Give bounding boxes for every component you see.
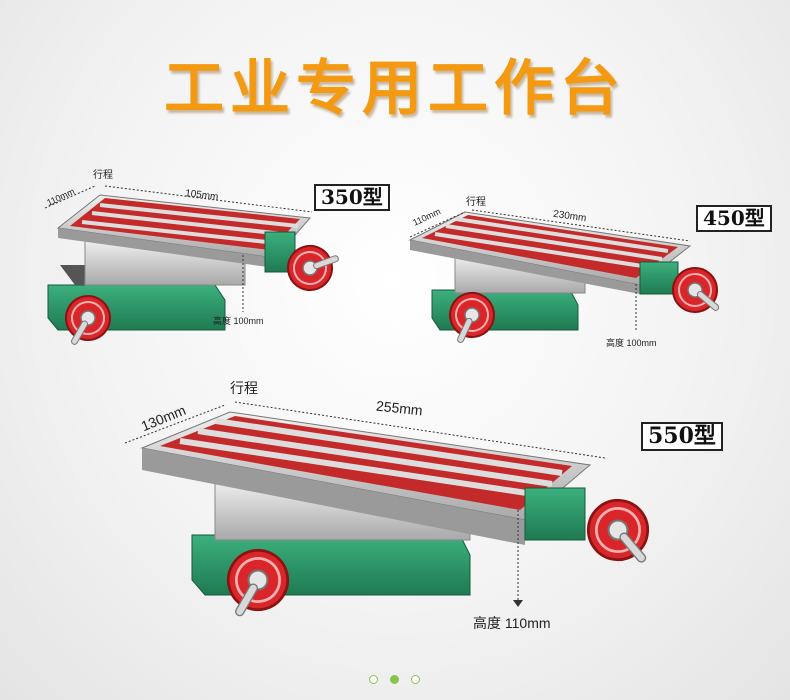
machine-350 [44,185,347,356]
carousel-dot-1[interactable] [369,675,378,684]
model-badge-350: 350型 [314,184,390,211]
machine-550 [124,401,669,632]
model-badge-450: 450型 [696,205,772,232]
height-label-550: 高度 110mm [473,615,551,631]
carousel-dot-3[interactable] [411,675,420,684]
carousel-indicator [369,675,420,684]
height-label-450: 高度 100mm [606,338,657,348]
travel-label-450: 行程 [466,197,486,208]
machine-450 [408,209,734,353]
model-badge-550: 550型 [641,422,723,452]
carousel-dot-2[interactable] [390,675,399,684]
travel-label-550: 行程 [230,380,258,396]
travel-label-350: 行程 [93,170,113,181]
page-title: 工业专用工作台 [164,54,626,124]
height-label-350: 高度 100mm [213,316,264,326]
